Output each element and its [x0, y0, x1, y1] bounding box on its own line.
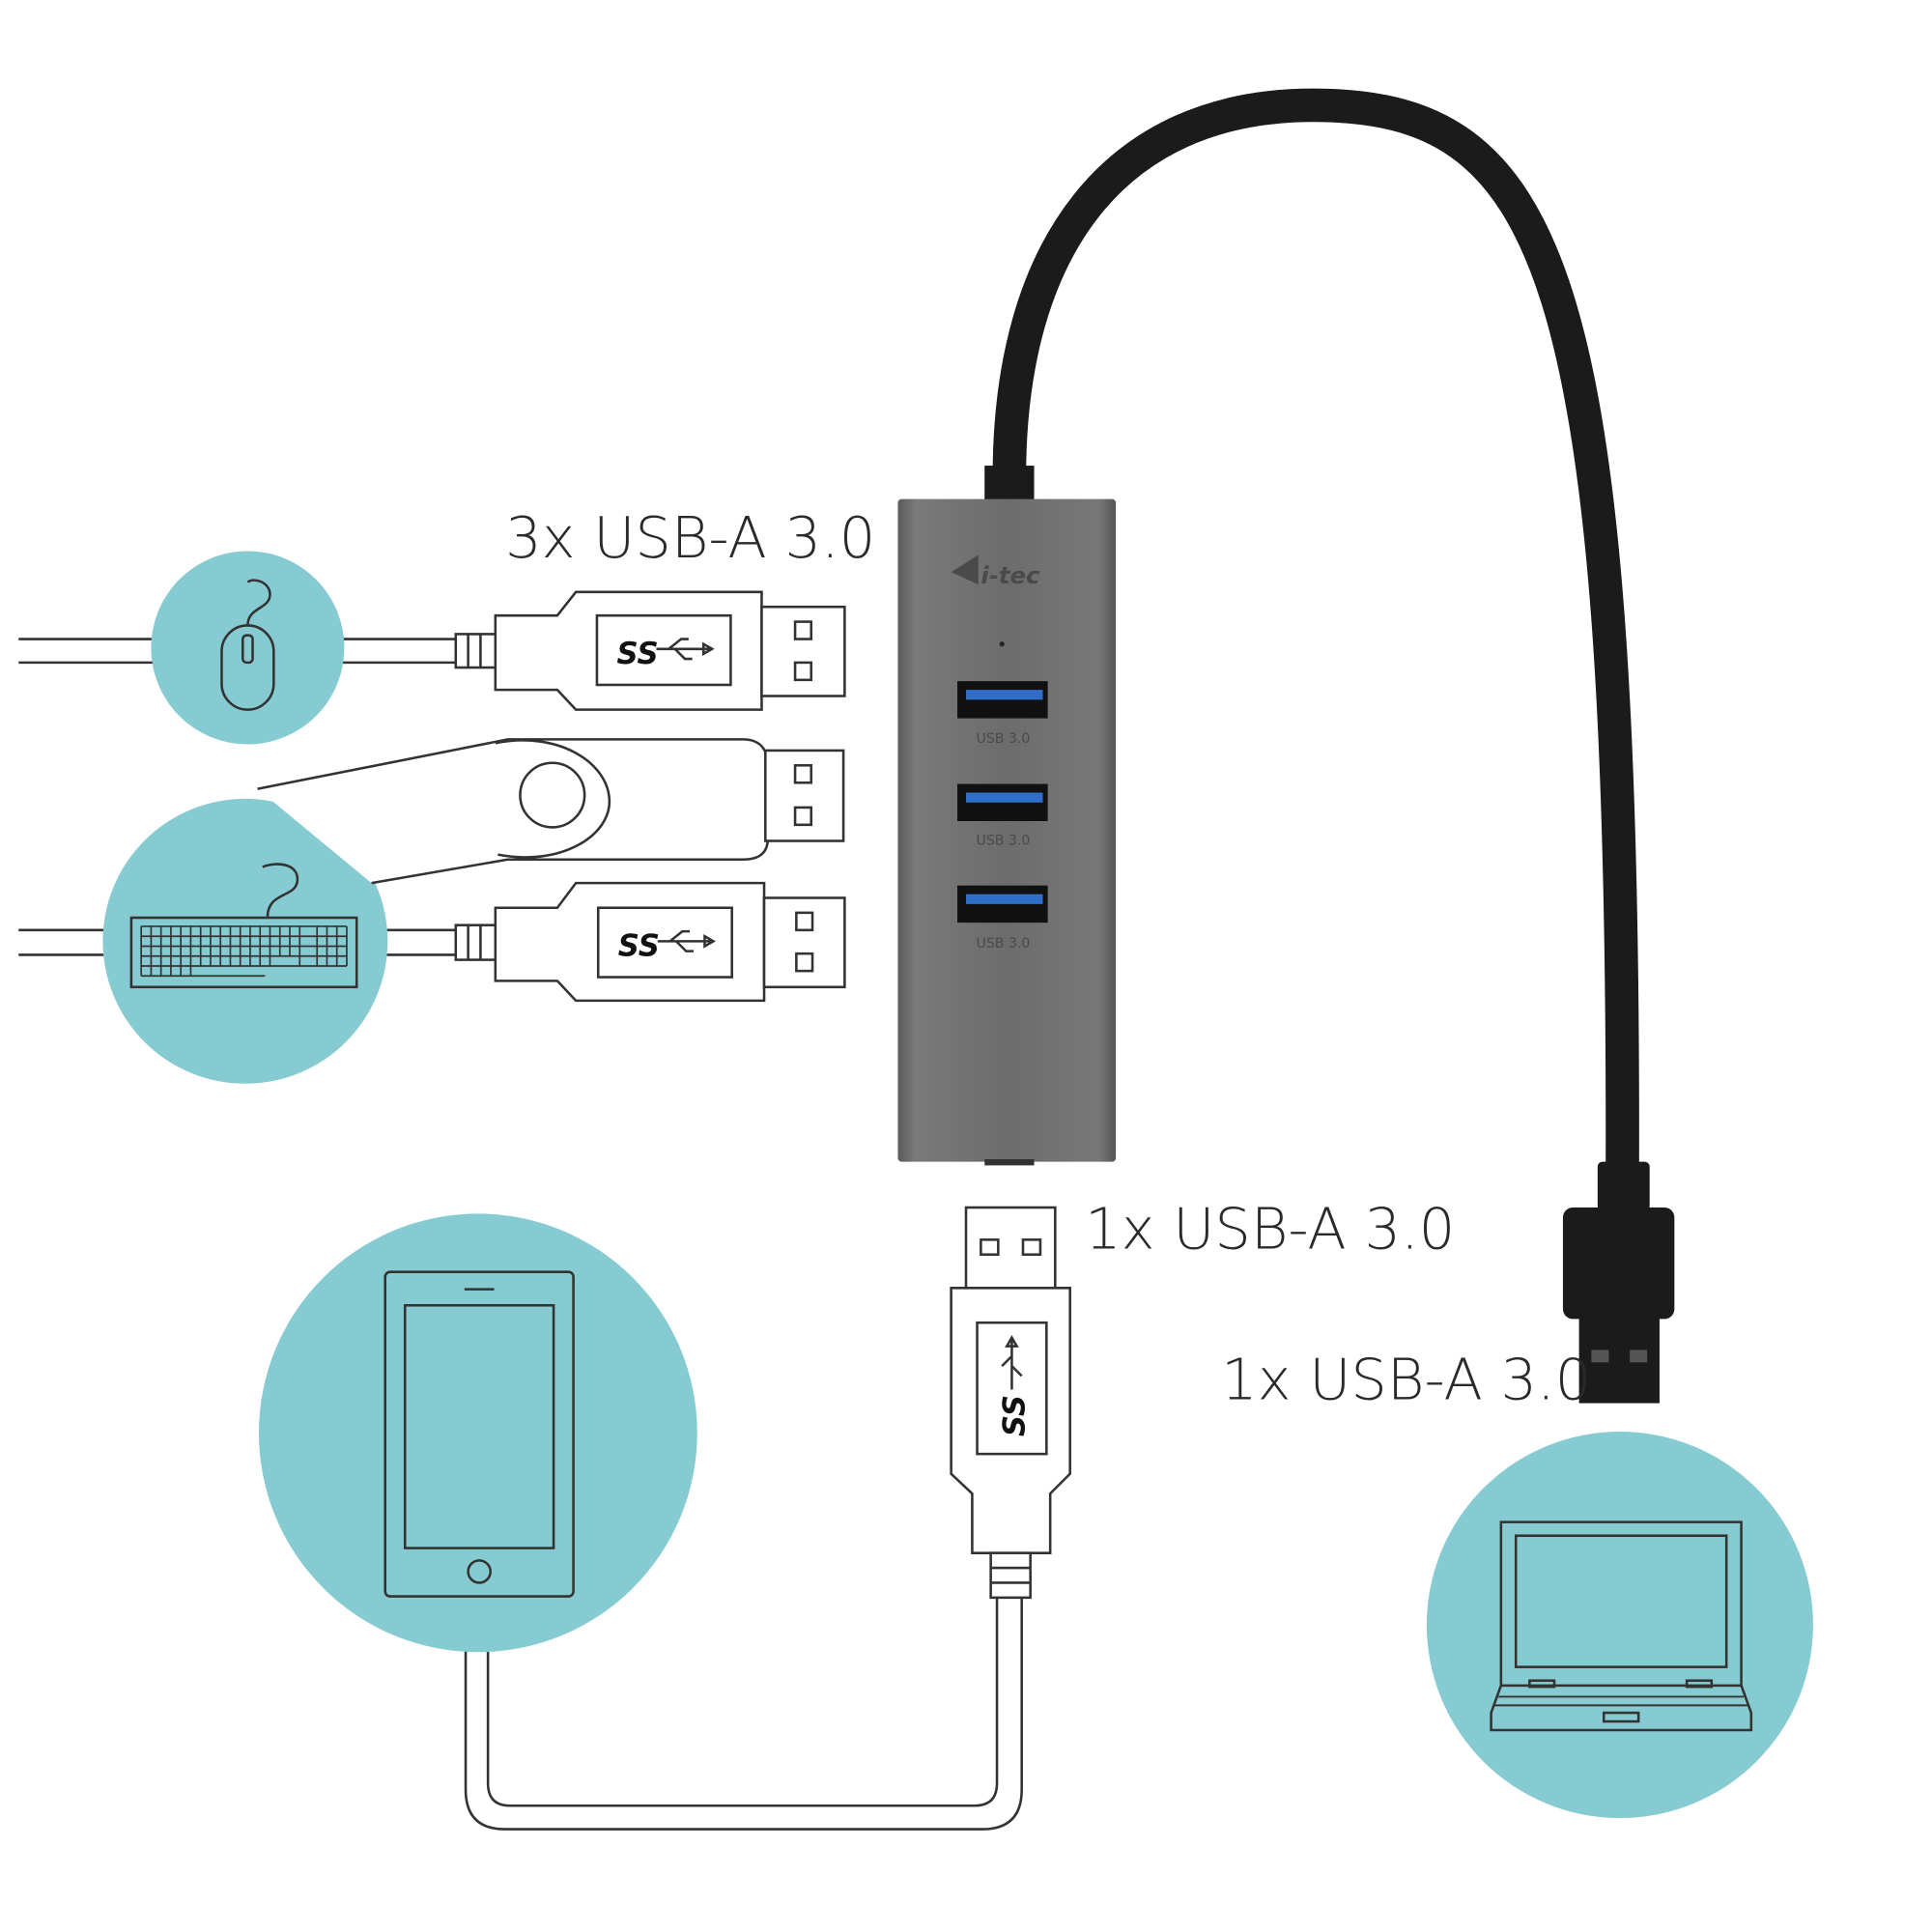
downstream-port-label: 1x USB-A 3.0: [1085, 1195, 1455, 1262]
upstream-usb-a-connector: [1562, 1161, 1675, 1404]
usb-plug-tablet: SS: [950, 1206, 1071, 1600]
usb-plug-keyboard: SS: [454, 881, 846, 1003]
svg-text:USB 3.0: USB 3.0: [977, 833, 1031, 848]
hub-port-1[interactable]: USB 3.0: [957, 681, 1048, 747]
usb-plug-mouse: SS: [454, 590, 846, 711]
usb-trident-icon: [1001, 1335, 1023, 1390]
superspeed-logo: SS: [618, 929, 660, 964]
keyboard-icon: [129, 863, 358, 989]
tablet-device-circle: [258, 1213, 697, 1653]
usb-hub: i-tec USB 3.0 USB 3.0 USB 3.0: [897, 466, 1117, 1166]
mouse-icon: [220, 579, 275, 711]
tablet-icon: [384, 1270, 575, 1598]
tablet-cable: [486, 1597, 999, 1807]
superspeed-logo: SS: [616, 637, 658, 671]
hub-port-3[interactable]: USB 3.0: [957, 885, 1048, 952]
usb-trident-icon: [657, 929, 717, 952]
mouse-device-circle: [151, 551, 345, 745]
superspeed-logo: SS: [997, 1395, 1032, 1436]
hub-ports-label: 3x USB-A 3.0: [505, 504, 875, 571]
svg-text:USB 3.0: USB 3.0: [977, 731, 1031, 747]
svg-text:USB 3.0: USB 3.0: [977, 936, 1031, 952]
usb-flash-drive-icon: [257, 738, 845, 885]
laptop-device-circle: [1426, 1432, 1813, 1819]
hub-cable: [992, 88, 1639, 1187]
laptop-icon: [1490, 1520, 1753, 1732]
upstream-connector-label: 1x USB-A 3.0: [1221, 1347, 1591, 1413]
hub-port-2[interactable]: USB 3.0: [957, 783, 1048, 849]
i-tec-logo: i-tec: [951, 554, 1040, 589]
usb-trident-icon: [656, 638, 715, 661]
svg-text:i-tec: i-tec: [980, 561, 1040, 589]
keyboard-device-circle: [102, 798, 388, 1084]
